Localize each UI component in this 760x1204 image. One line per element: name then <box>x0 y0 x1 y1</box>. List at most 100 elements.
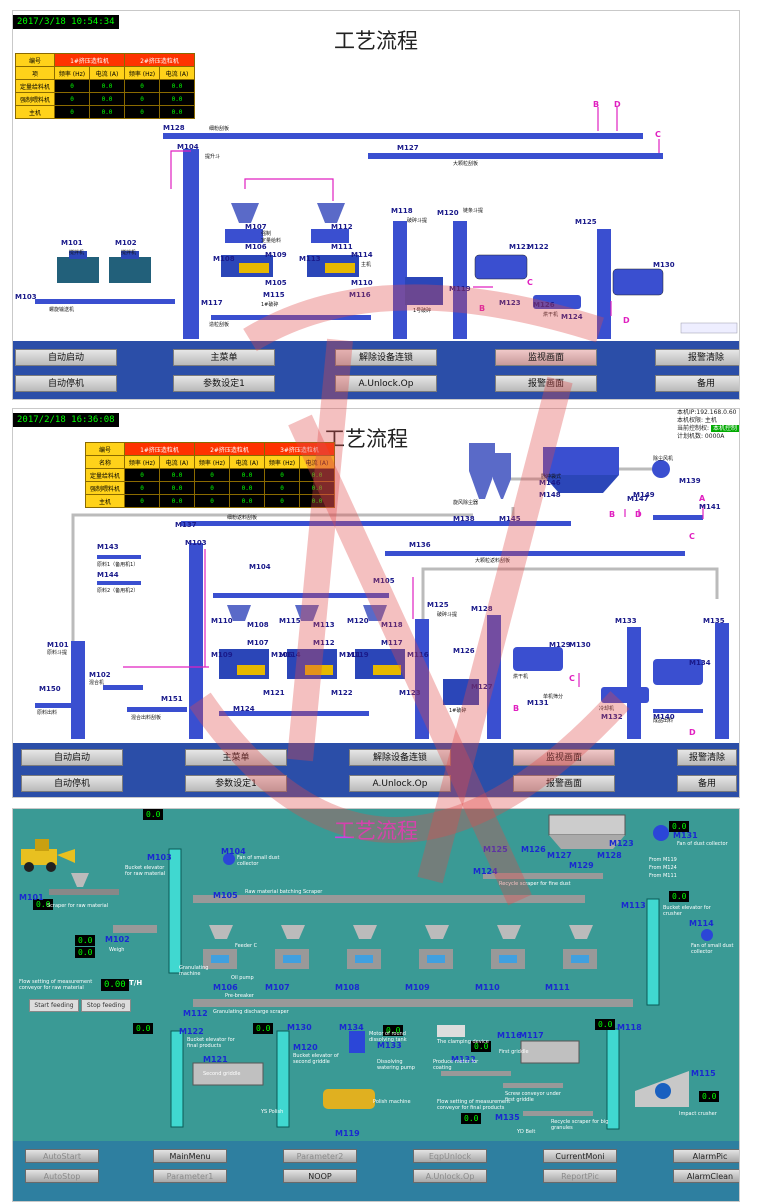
cyclone-separator[interactable] <box>469 443 511 499</box>
equipment-label[interactable]: M117 <box>201 299 223 307</box>
equipment-label[interactable]: M108 <box>335 983 360 992</box>
equipment-label[interactable]: M121 <box>263 689 285 697</box>
equipment-label[interactable]: M109 <box>265 251 287 259</box>
granulator-2[interactable] <box>287 605 337 679</box>
equipment-label[interactable]: M114 <box>279 651 301 659</box>
equipment-label[interactable]: M102 <box>115 239 137 247</box>
equipment-label[interactable]: M123 <box>609 839 634 848</box>
equipment-label[interactable]: M116 <box>349 291 371 299</box>
equipment-label[interactable]: M113 <box>313 621 335 629</box>
bucket-elevator[interactable] <box>415 619 429 739</box>
equipment-label[interactable]: M111 <box>339 651 361 659</box>
fine-scraper[interactable] <box>163 133 643 139</box>
equipment-label[interactable]: M108 <box>247 621 269 629</box>
equipment-label[interactable]: M127 <box>397 144 419 152</box>
fine-scraper-right[interactable] <box>653 515 703 520</box>
bucket-elevator[interactable] <box>183 149 199 339</box>
granulator-6[interactable] <box>563 925 597 969</box>
alarm-clear-button[interactable]: 报警清除 <box>655 349 739 366</box>
equipment-label[interactable]: M113 <box>299 255 321 263</box>
equipment-label[interactable]: M135 <box>703 617 725 625</box>
granulator-1[interactable] <box>203 925 237 969</box>
equipment-label[interactable]: M131 <box>673 831 698 840</box>
dryer-3[interactable] <box>612 268 664 296</box>
equipment-label[interactable]: M125 <box>575 218 597 226</box>
equipment-label[interactable]: M117 <box>519 1031 544 1040</box>
granulator-3[interactable] <box>347 925 381 969</box>
bucket-elevator[interactable] <box>71 641 85 739</box>
equipment-label[interactable]: M117 <box>381 639 403 647</box>
equipment-label[interactable]: M109 <box>211 651 233 659</box>
granulating-scraper[interactable] <box>219 711 369 716</box>
granulator-1[interactable] <box>221 203 273 277</box>
equipment-label[interactable]: M120 <box>293 1043 318 1052</box>
equipment-label[interactable]: M101 <box>47 641 69 649</box>
equipment-label[interactable]: M113 <box>621 901 646 910</box>
unlock-op-button[interactable]: A.Unlock.Op <box>349 775 451 792</box>
equipment-label[interactable]: M129 <box>569 861 594 870</box>
screen[interactable] <box>653 659 703 685</box>
equipment-label[interactable]: M130 <box>653 261 675 269</box>
equipment-label[interactable]: M105 <box>213 891 238 900</box>
feed-scraper[interactable] <box>213 593 389 598</box>
screw-conveyor[interactable] <box>503 1083 563 1088</box>
equipment-label[interactable]: M101 <box>61 239 83 247</box>
main-menu-button[interactable]: 主菜单 <box>185 749 287 766</box>
equipment-label[interactable]: M131 <box>527 699 549 707</box>
raw-belt-2[interactable] <box>97 581 141 585</box>
start-feeding-button[interactable]: Start feeding <box>29 999 79 1012</box>
dryer-1[interactable] <box>474 254 528 280</box>
equipment-label[interactable]: M111 <box>545 983 570 992</box>
granulator-1[interactable] <box>219 605 269 679</box>
bucket-elevator[interactable] <box>487 615 501 739</box>
dust-fan-icon[interactable] <box>653 825 669 841</box>
bucket-elevator-raw[interactable] <box>168 848 182 974</box>
equipment-label[interactable]: M119 <box>347 651 369 659</box>
equipment-label[interactable]: M132 <box>601 713 623 721</box>
equipment-label[interactable]: M118 <box>617 1023 642 1032</box>
parameter1-button[interactable]: Parameter1 <box>153 1169 227 1183</box>
equipment-label[interactable]: M127 <box>471 683 493 691</box>
alarm-clean-button[interactable]: AlarmClean <box>673 1169 739 1183</box>
unlock-op-button[interactable]: A.Unlock.Op <box>335 375 437 392</box>
bucket-elevator-crusher[interactable] <box>646 898 660 1006</box>
equipment-label[interactable]: M124 <box>561 313 583 321</box>
alarm-clear-button[interactable]: 报警清除 <box>677 749 737 766</box>
second-griddle[interactable] <box>192 1062 264 1086</box>
stop-feeding-button[interactable]: Stop feeding <box>81 999 131 1012</box>
equipment-label[interactable]: M108 <box>213 255 235 263</box>
equipment-label[interactable]: M115 <box>263 291 285 299</box>
raw-belt-1[interactable] <box>97 555 141 559</box>
equipment-label[interactable]: M106 <box>213 983 238 992</box>
monitor-screen-button[interactable]: 监视画面 <box>513 749 615 766</box>
bucket-elevator[interactable] <box>189 543 203 739</box>
equipment-label[interactable]: M103 <box>185 539 207 547</box>
equipment-label[interactable]: M129 <box>549 641 571 649</box>
auto-stop-button[interactable]: 自动停机 <box>21 775 123 792</box>
equipment-label[interactable]: M134 <box>689 659 711 667</box>
equipment-label[interactable]: M130 <box>287 1023 312 1032</box>
equipment-label[interactable]: M124 <box>233 705 255 713</box>
equipment-label[interactable]: M111 <box>331 243 353 251</box>
equipment-label[interactable]: M122 <box>331 689 353 697</box>
final-conveyor[interactable] <box>441 1071 511 1076</box>
equipment-label[interactable]: M119 <box>335 1129 360 1138</box>
noop-button[interactable]: NOOP <box>283 1169 357 1183</box>
big-return-scraper[interactable] <box>385 551 685 556</box>
equipment-label[interactable]: M122 <box>179 1027 204 1036</box>
equipment-label[interactable]: M121 <box>509 243 531 251</box>
equipment-label[interactable]: M148 <box>539 491 561 499</box>
equipment-label[interactable]: M118 <box>381 621 403 629</box>
measure-conveyor[interactable] <box>113 925 157 933</box>
crusher[interactable] <box>443 679 479 705</box>
equipment-label[interactable]: M120 <box>437 209 459 217</box>
mixer-belt[interactable] <box>103 685 143 690</box>
auto-start-button[interactable]: AutoStart <box>25 1149 99 1163</box>
equipment-label[interactable]: M123 <box>399 689 421 697</box>
equipment-label[interactable]: M133 <box>615 617 637 625</box>
equipment-label[interactable]: M128 <box>597 851 622 860</box>
parameter-setting-button[interactable]: 参数设定1 <box>185 775 287 792</box>
current-monitor-button[interactable]: CurrentMoni <box>543 1149 617 1163</box>
equipment-label[interactable]: M130 <box>569 641 591 649</box>
equipment-label[interactable]: M145 <box>499 515 521 523</box>
